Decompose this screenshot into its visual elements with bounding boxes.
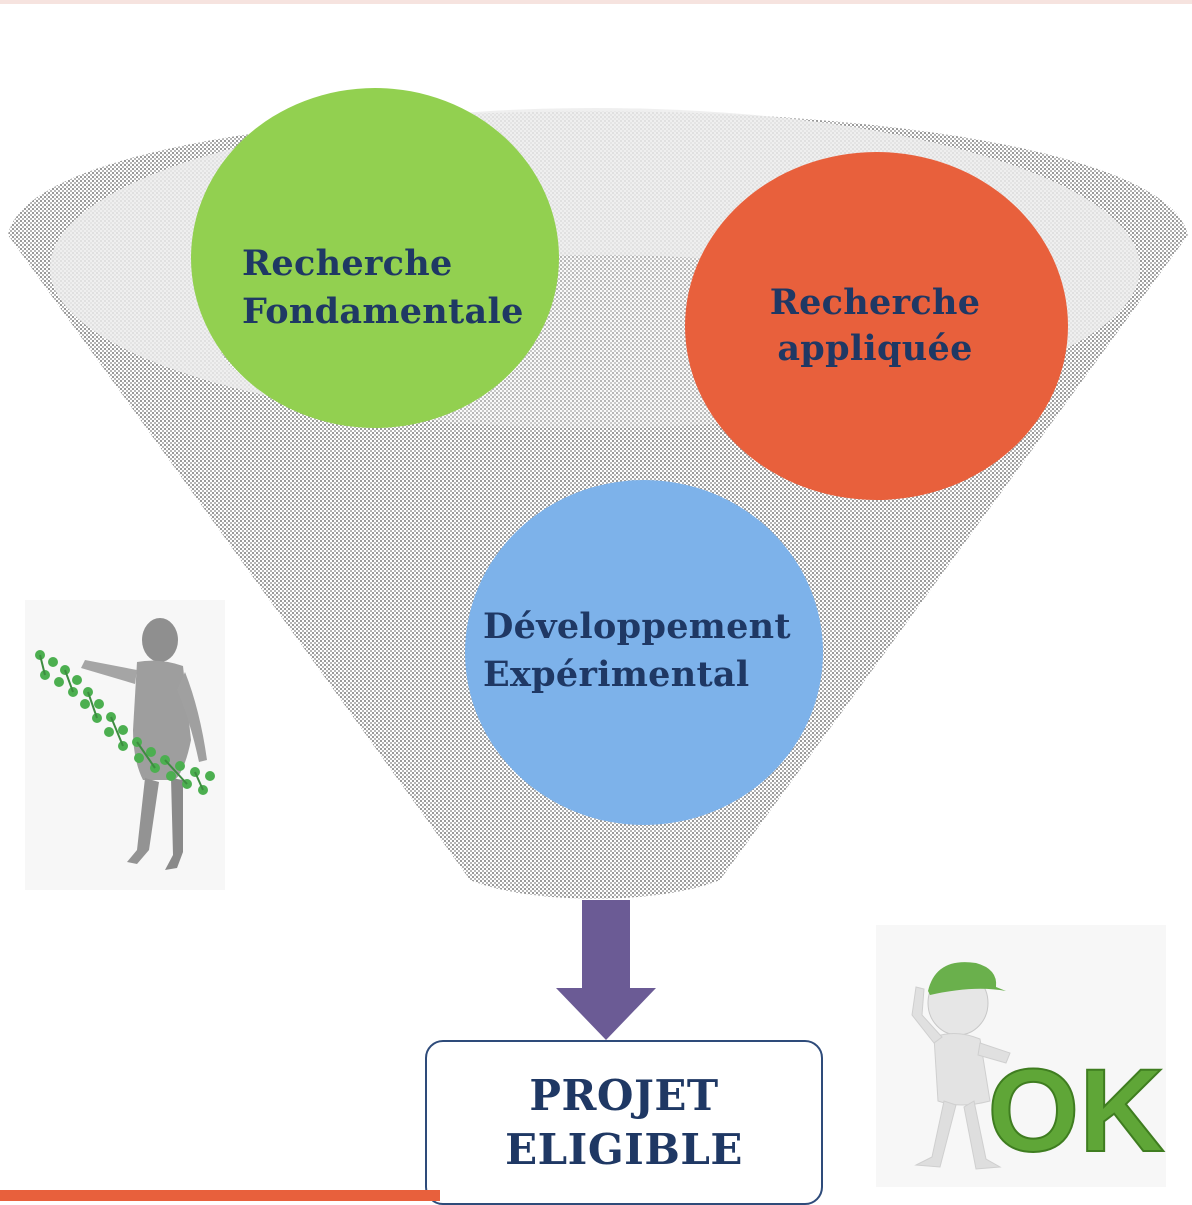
label-line: Recherche [242,243,453,284]
circle-developpement-experimental [465,480,823,825]
result-line-1: PROJET [529,1070,719,1120]
label-developpement-experimental: Développement Expérimental [483,603,791,699]
label-recherche-fondamentale: Recherche Fondamentale [242,240,524,336]
label-recherche-appliquee: Recherche appliquée [700,280,1050,372]
label-line: Recherche [769,282,981,323]
label-line: Fondamentale [242,291,524,332]
circle-recherche-fondamentale [191,88,559,428]
dna-figure-icon [25,600,225,890]
ok-figure-icon: OK [876,925,1166,1187]
bottom-accent-bar [0,1190,440,1201]
result-line-2: ELIGIBLE [505,1124,743,1174]
top-border [0,0,1192,4]
result-box: PROJET ELIGIBLE [425,1040,823,1205]
circle-recherche-appliquee [685,152,1068,500]
label-line: Expérimental [483,654,750,695]
label-line: appliquée [777,328,973,369]
label-line: Développement [483,606,791,647]
down-arrow-icon [556,900,656,1040]
ok-text: OK [988,1045,1165,1177]
